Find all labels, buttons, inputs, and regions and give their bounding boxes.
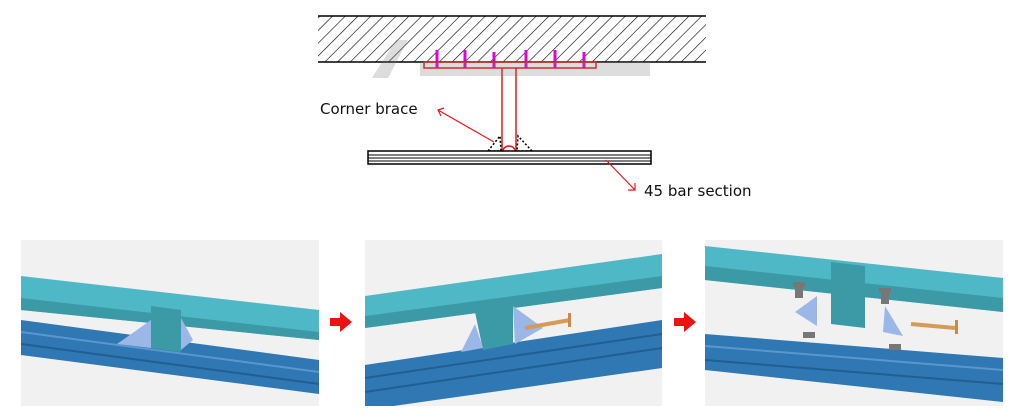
lower-profile	[705, 334, 1003, 402]
corner-bracket-left	[461, 324, 483, 352]
bar-section	[367, 150, 652, 165]
corner-bracket-right	[181, 318, 193, 350]
t-stem	[475, 306, 513, 350]
bolt	[524, 318, 571, 330]
lower-profile	[365, 320, 662, 406]
bolt	[910, 322, 956, 330]
lower-profile	[21, 320, 319, 394]
t-stem	[151, 306, 181, 352]
t-stem	[831, 262, 865, 328]
corner-bracket-right	[513, 306, 543, 344]
watermark	[372, 40, 650, 78]
step-3-panel	[705, 240, 1003, 406]
step-arrow-1	[330, 312, 352, 332]
corner-brace-shapes	[486, 134, 534, 152]
anchor-bolts	[435, 50, 586, 68]
section-drawing	[318, 15, 706, 191]
section-diagram	[310, 0, 720, 210]
corner-bracket-left	[117, 320, 151, 348]
step-arrow-2	[674, 312, 696, 332]
corner-bracket-right	[883, 306, 903, 336]
corner-bracket-left	[795, 296, 817, 326]
callout-arrows	[437, 107, 636, 191]
step-2-panel	[365, 240, 662, 406]
ceiling-slab	[318, 15, 706, 63]
step-1-panel	[21, 240, 319, 406]
bar-section-label: 45 bar section	[644, 182, 752, 200]
bolts-hardware	[793, 282, 901, 350]
corner-brace-label: Corner brace	[320, 100, 418, 118]
t-profile	[423, 61, 597, 152]
